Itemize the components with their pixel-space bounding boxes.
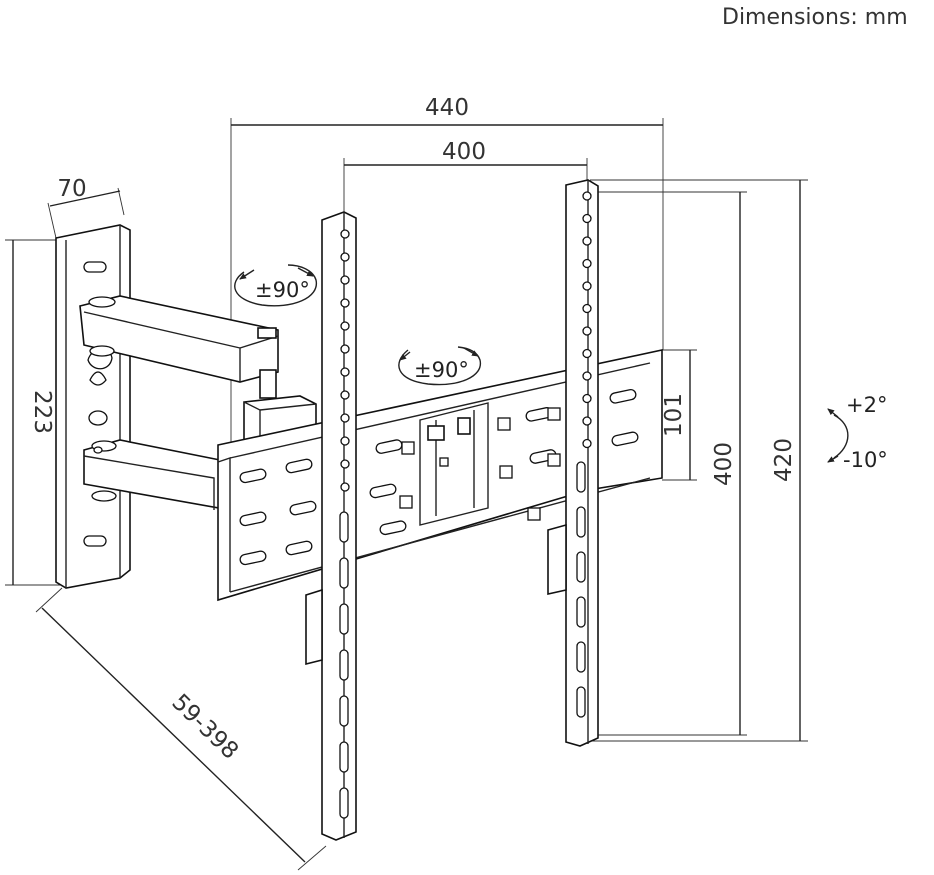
rail-slot: [609, 388, 637, 404]
rail-square-hole: [401, 441, 415, 455]
rail-slot: [611, 431, 639, 447]
rail-slot: [239, 511, 267, 527]
mount-hole: [582, 438, 592, 449]
dimension-rail-height: 101: [661, 349, 697, 481]
arm-swivel-label: ±90°: [255, 278, 310, 302]
rail-square-hole: [547, 453, 561, 467]
dim-400-top-label: 400: [442, 139, 486, 165]
dimension-wall-plate-width: 70: [47, 176, 125, 239]
rail-square-hole: [527, 507, 541, 521]
dimension-extension: 59-398: [35, 587, 327, 871]
dim-70-label: 70: [57, 176, 86, 202]
mount-hole: [340, 229, 350, 239]
mount-hole: [340, 275, 350, 285]
upper-arm: [79, 295, 279, 399]
mount-slot: [576, 596, 586, 628]
rail-square-hole: [547, 407, 561, 421]
dim-223-label: 223: [29, 390, 55, 434]
dim-420-label: 420: [771, 438, 797, 482]
units-label: Dimensions: mm: [722, 5, 908, 30]
mount-hole: [582, 191, 592, 201]
rail-slot: [239, 550, 267, 566]
right-bracket-holes: [576, 191, 592, 718]
mount-hole: [340, 413, 350, 423]
mount-hole: [582, 326, 592, 336]
rail-slots: [239, 388, 639, 566]
tv-rotation-indicator: ±90°: [398, 346, 481, 386]
rail-slot: [379, 520, 407, 536]
mount-hole: [340, 390, 350, 400]
mount-hole: [340, 344, 350, 354]
tilt-down-label: -10°: [843, 448, 888, 472]
mount-hole: [582, 393, 592, 404]
dim-440-label: 440: [425, 95, 469, 121]
dim-59-398-label: 59-398: [167, 689, 244, 764]
rail-slot: [369, 483, 397, 499]
rail-square-hole: [399, 495, 413, 509]
mount-hole: [340, 436, 350, 446]
dimension-vesa-width: 400: [343, 139, 588, 212]
mount-hole: [340, 298, 350, 308]
mount-hole: [340, 367, 350, 377]
mount-slot: [576, 551, 586, 583]
mount-slot: [339, 695, 349, 727]
dim-101-label: 101: [661, 393, 687, 437]
tilt-indicator: +2° -10°: [827, 393, 888, 472]
mount-hole: [582, 371, 592, 381]
mount-slot: [576, 641, 586, 673]
dim-400-right-label: 400: [711, 442, 737, 486]
rail-slot: [285, 540, 313, 556]
mount-hole: [582, 236, 592, 246]
mount-slot: [339, 557, 349, 589]
mount-hole: [582, 213, 592, 224]
wall-plate: [55, 224, 131, 589]
dimension-overall-width: 440: [230, 95, 664, 445]
mount-hole: [340, 482, 350, 492]
mount-slot: [576, 506, 586, 538]
dimension-wall-plate-height: 223: [5, 239, 60, 586]
mount-hole: [340, 252, 350, 262]
left-bracket-holes: [339, 229, 350, 819]
rail-square-hole: [499, 465, 513, 479]
dimension-vesa-height: 400: [590, 191, 747, 736]
mount-hole: [340, 321, 350, 331]
rail-slot: [239, 468, 267, 484]
rail-slot: [289, 500, 317, 516]
tilt-up-label: +2°: [846, 393, 887, 417]
rail-slot: [285, 458, 313, 474]
tv-rotation-label: ±90°: [414, 358, 469, 382]
mount-hole: [582, 281, 592, 291]
mount-hole: [582, 348, 592, 359]
mount-slot: [339, 511, 349, 543]
mount-hole: [582, 416, 592, 426]
mount-slot: [339, 649, 349, 681]
mount-hole: [582, 258, 592, 269]
mount-hole: [582, 303, 592, 314]
mount-slot: [339, 787, 349, 819]
lower-arm: [83, 439, 231, 511]
mount-slot: [339, 603, 349, 635]
dimension-overall-height: 420: [578, 179, 808, 742]
rail-square-hole: [497, 417, 511, 431]
mount-hole: [340, 459, 350, 469]
mount-slot: [339, 741, 349, 773]
mount-slot: [576, 461, 586, 493]
arm-swivel-indicator: ±90°: [234, 264, 317, 307]
mount-slot: [576, 686, 586, 718]
